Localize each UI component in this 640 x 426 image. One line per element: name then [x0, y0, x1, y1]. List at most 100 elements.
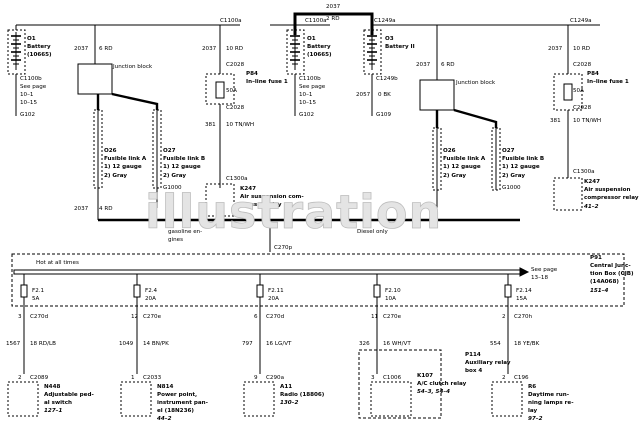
- component-id: N448: [44, 384, 60, 390]
- center-c1100a: C1100a: [305, 18, 327, 24]
- left-wire-2037-c: 2037: [74, 206, 89, 212]
- left-c1100a: C1100a: [220, 18, 242, 24]
- aux-box-name-1: Auxiliary relay: [465, 360, 511, 366]
- pin-bottom: 3: [371, 375, 375, 381]
- circuit-number: 326: [359, 341, 370, 347]
- fuse-label: F2.11: [268, 288, 284, 294]
- component-name-1: Daytime run-: [528, 392, 570, 398]
- right-link-b-name: Fusible link B: [502, 156, 544, 162]
- pin-label: 6: [254, 314, 258, 320]
- pin-bottom: 2: [18, 375, 22, 381]
- component-name-1: Adjustable ped-: [44, 392, 94, 398]
- left-link-b-spec1: 1) 12 gauge: [163, 164, 201, 170]
- left-wire-2037-a: 2037: [74, 46, 89, 52]
- component-box: [491, 381, 523, 417]
- right-fuse-id: P84: [587, 71, 599, 77]
- fuse-label: F2.4: [145, 288, 158, 294]
- connector-label: C270h: [514, 314, 533, 320]
- center-c1249a: C1249a: [374, 18, 396, 24]
- right-relay-name-2: compressor relay: [584, 195, 639, 201]
- component-box: [243, 381, 275, 417]
- connector-label: C270e: [383, 314, 402, 320]
- left-link-b-spec2: 2) Gray: [163, 173, 186, 179]
- right-group: [372, 24, 600, 218]
- right-c1249a: C1249a: [570, 18, 592, 24]
- right-relay-id: K247: [584, 179, 600, 185]
- left-link-a-name: Fusible link A: [104, 156, 147, 162]
- wire-color: 16 WH/VT: [383, 341, 411, 347]
- component-name-1: Radio (18806): [280, 392, 325, 398]
- wire-color: 18 RD/LB: [30, 341, 56, 347]
- cjb-c270p: C270p: [274, 245, 293, 251]
- center-battery-part: (10665): [307, 52, 332, 58]
- left-battery-name: Battery: [27, 44, 51, 50]
- left-link-b-name: Fusible link B: [163, 156, 205, 162]
- component-box: [120, 381, 152, 417]
- connector-label: C270d: [30, 314, 49, 320]
- connector-bottom: C1006: [383, 375, 402, 381]
- aux-box-id: P114: [465, 352, 481, 358]
- component-name-2: al switch: [44, 400, 72, 406]
- left-wire-10-rd: 10 RD: [226, 46, 243, 52]
- left-relay-name-2: pressor relay: [240, 202, 282, 208]
- left-wire-2037-b: 2037: [202, 46, 217, 52]
- left-relay-id: K247: [240, 186, 256, 192]
- right-link-b-id: O27: [502, 148, 515, 154]
- right-c1300a: C1300a: [573, 169, 595, 175]
- component-name-2: instrument pan-: [157, 400, 209, 406]
- aux-relay-box: [358, 349, 442, 419]
- component-page: 54–3, 54–4: [417, 389, 450, 395]
- left-g1000: G1000: [163, 185, 182, 191]
- left-battery-id: O1: [27, 36, 36, 42]
- component-page: 127–1: [44, 408, 62, 414]
- left-battery-part: (10665): [27, 52, 52, 58]
- fuse-label: F2.10: [385, 288, 401, 294]
- cjb-page: 151–4: [590, 288, 608, 294]
- left-c1100b: C1100b: [20, 76, 42, 82]
- watermark-text: illustration: [145, 185, 442, 239]
- connector-bottom: C290a: [266, 375, 284, 381]
- component-box: [370, 381, 412, 417]
- left-gasoline-1: gasoline en-: [168, 229, 202, 235]
- circuit-number: 554: [490, 341, 501, 347]
- cjb-see-page-num: 13–18: [531, 275, 548, 281]
- component-id: A11: [280, 384, 292, 390]
- right-c2028-bottom: C2028: [573, 105, 592, 111]
- cjb-part: (14A068): [590, 279, 619, 285]
- right-junction-block: Junction block: [455, 80, 496, 86]
- main-bus: [11, 218, 625, 307]
- pin-label: 3: [18, 314, 22, 320]
- right-relay-page: 41–2: [584, 204, 599, 210]
- cjb-hot-label: Hot at all times: [36, 260, 79, 266]
- pin-bottom: 9: [254, 375, 258, 381]
- component-page: 130–2: [280, 400, 298, 406]
- left-link-a-spec2: 2) Gray: [104, 173, 127, 179]
- center-wire-2057: 2057: [356, 92, 371, 98]
- left-junction-block: Junction block: [112, 64, 153, 70]
- connector-bottom: C196: [514, 375, 529, 381]
- right-wire-6-rd: 6 RD: [441, 62, 455, 68]
- right-wire-10-rd: 10 RD: [573, 46, 590, 52]
- cjb-name-2: tion Box (CJB): [590, 271, 634, 277]
- wire-color: 16 LG/VT: [266, 341, 292, 347]
- left-wire-10-tn-wh: 10 TN/WH: [226, 122, 254, 128]
- left-gasoline-2: gines: [168, 237, 183, 243]
- fuse-icon: [133, 284, 141, 298]
- left-wire-381: 381: [205, 122, 216, 128]
- right-wire-2037-a: 2037: [416, 62, 431, 68]
- pin-label: 12: [131, 314, 138, 320]
- battery-symbol-left: [7, 29, 26, 75]
- pin-bottom: 2: [502, 375, 506, 381]
- wire-color: 14 BN/PK: [143, 341, 169, 347]
- battery-symbol-center-2: [363, 29, 382, 75]
- center-c1249b: C1249b: [376, 76, 398, 82]
- circuit-number: 1049: [119, 341, 134, 347]
- center-battery2-name: Battery II: [385, 44, 415, 50]
- fuse-label: F2.1: [32, 288, 45, 294]
- center-page-1: 10–1: [299, 92, 313, 98]
- pin-label: 11: [371, 314, 379, 320]
- left-link-a-spec1: 1) 12 gauge: [104, 164, 142, 170]
- left-page-2: 10–15: [20, 100, 37, 106]
- fuse-amps: 10A: [385, 296, 396, 302]
